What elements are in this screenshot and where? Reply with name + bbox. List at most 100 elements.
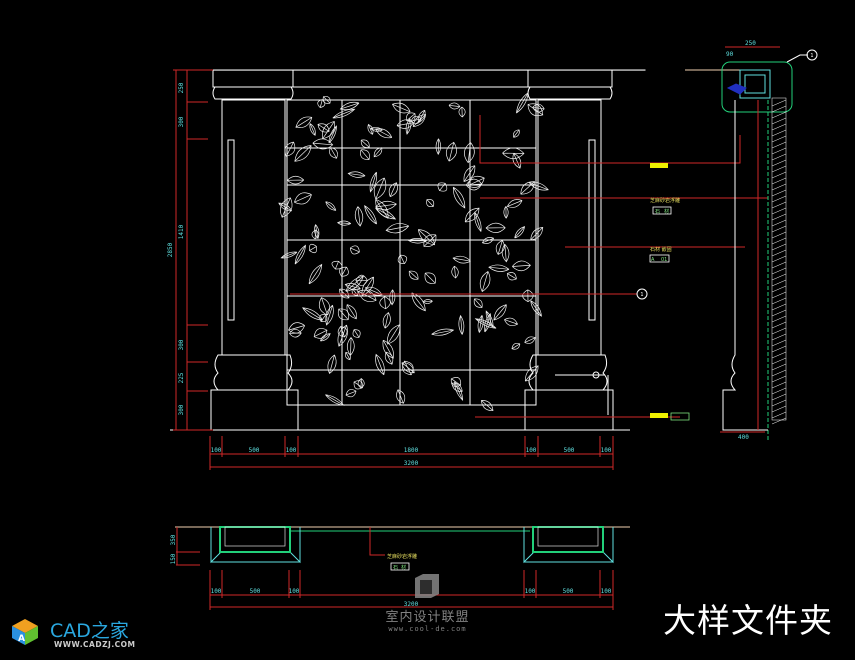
plan-dim: 100 [601,588,612,595]
leaf-shape [512,152,522,169]
plan-dim-v: 350 [170,534,177,545]
hatch-line [771,135,787,143]
leaf-shape [313,328,328,339]
hatch-line [771,273,787,281]
leaf-shape [388,182,398,198]
leaf-shape [375,128,393,139]
hatch-line [771,219,787,227]
leaf-shape [286,175,305,185]
leaf-shape [522,289,534,303]
cadzj-logo[interactable]: A CAD之家 WWW.CADZJ.COM [6,610,146,650]
dim-h-1: 500 [249,447,260,454]
hatch-line [771,303,787,311]
leaf-shape [373,147,383,158]
hatch-line [771,375,787,383]
dim-h-3: 1800 [404,447,419,454]
callout-0: 芝麻砂岩浮雕 石 材 [650,197,680,215]
vertical-dimensions [173,69,213,431]
leaf-shape [465,178,483,191]
svg-text:A: A [18,634,25,644]
leaf-shape [454,381,464,401]
section-dim: 250 [745,40,756,47]
leaf-shape [354,206,364,227]
leaf-shape [520,181,535,195]
leaf-shape [481,237,495,244]
leaf-shape [375,200,397,211]
leaf-shape [530,300,542,317]
leaf-shape [337,326,348,338]
hatch-line [771,201,787,209]
hatch-line [771,105,787,113]
elevation-marker: 1 [636,288,648,300]
callout-tag: 石 [655,209,660,215]
leaf-shape [295,116,313,128]
leaf-shape [379,296,391,310]
logo-url: WWW.CADZJ.COM [54,640,136,649]
leaf-shape [360,149,370,160]
dim-h-0: 100 [211,447,222,454]
leaf-shape [289,328,302,338]
leaf-shape [479,271,491,293]
leaf-shape [452,255,471,264]
callout-label: 芝麻砂岩浮雕 [650,197,680,204]
plan-dim-v: 150 [170,553,177,564]
leaf-shape [426,199,435,208]
wall-hatch [771,99,787,425]
leaf-shape [463,165,476,183]
leaf-shape [506,199,523,208]
leaf-shape [524,336,536,344]
plan-dim: 100 [289,588,300,595]
hatch-line [771,411,787,419]
leaf-shape [397,254,408,265]
leaf-shape [435,138,442,155]
hatch-line [771,237,787,245]
callout-tag-box [670,412,690,421]
leaf-shape [339,101,360,111]
section-dim: 400 [738,434,749,441]
leaf-shape [352,329,361,338]
leaf-shape [401,362,415,374]
leaf-shape [528,181,549,191]
logo-name: CAD之家 [50,620,129,642]
callout-1: 石材 嵌固 A 01 [649,246,672,263]
leaf-shape [361,276,374,296]
hatch-line [771,123,787,131]
leaf-shape [331,260,343,270]
leaf-shape [336,220,352,226]
leaf-shape [278,202,293,212]
hatch-line [771,231,787,239]
hatch-line [771,417,787,425]
leaf-shape [511,342,521,350]
callout-tag: 材 [401,564,406,571]
leaf-shape [329,147,338,159]
leaf-shape [396,389,406,404]
hatch-line [771,363,787,371]
leaf-shape [332,108,356,119]
dim-v-5: 300 [178,404,185,415]
hatch-line [771,381,787,389]
hatch-line [771,321,787,329]
leaf-shape [349,245,360,255]
leaf-shape [344,283,361,291]
leaf-shape [488,264,510,272]
leaf-shape [408,270,419,280]
dim-h-4: 100 [526,447,537,454]
leaf-shape [493,304,507,321]
hatch-line [771,279,787,287]
plan-dim: 500 [563,588,574,595]
leaf-shape [308,263,323,285]
hatch-line [771,183,787,191]
leaf-shape [458,314,465,335]
leaf-shape [512,260,531,272]
leaf-shape [452,186,466,209]
yellow-marker [650,163,668,168]
leaf-shape [357,378,365,389]
leaf-shape [302,307,323,321]
leaf-shape [309,243,318,254]
hatch-line [771,207,787,215]
leaf-shape [495,239,505,255]
hatch-line [771,369,787,377]
leaf-shape [317,123,330,133]
hatch-line [771,141,787,149]
